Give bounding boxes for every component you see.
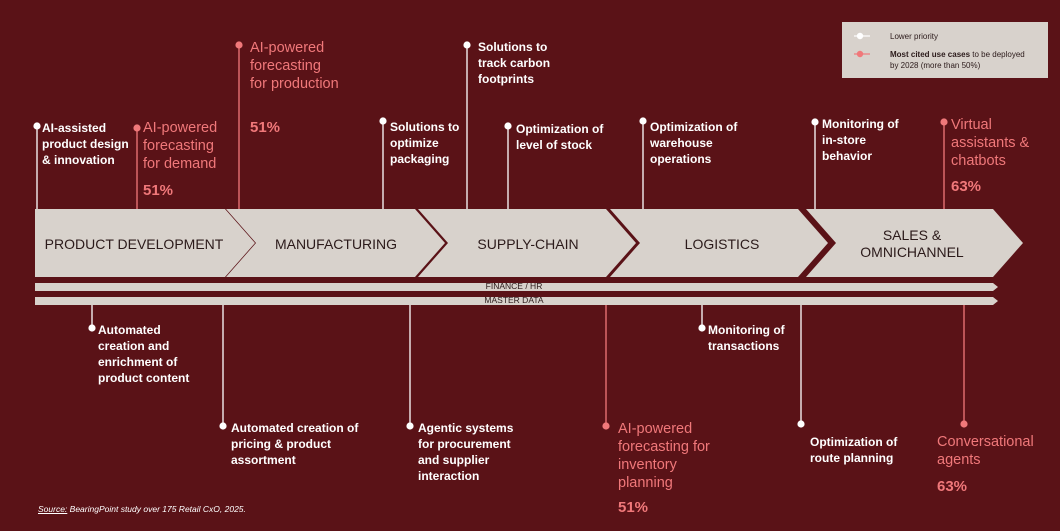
stage-label-3: SUPPLY-CHAIN (477, 236, 579, 252)
stage-chevron-3 (418, 209, 636, 277)
finance-hr-bar (35, 283, 998, 291)
bottom-pin-5-dot (698, 324, 706, 332)
top-usecase-3-percent: 51% (250, 119, 281, 136)
top-usecase-7: Optimization of warehouse operations (650, 120, 738, 166)
top-usecase-8: Monitoring of in-store behavior (822, 117, 899, 163)
master-data-bar-label: MASTER DATA (484, 295, 544, 305)
legend: Lower priority Most cited use cases to b… (842, 22, 1048, 78)
top-pin-1-dot (33, 122, 41, 130)
bottom-usecase-4-percent: 51% (618, 499, 649, 516)
legend-dot-white (856, 32, 864, 40)
bottom-pin-6-dot (797, 420, 805, 428)
top-pin-8-dot (811, 118, 819, 126)
stage-chevron-5 (806, 209, 1023, 277)
bottom-usecase-3: Agentic systems for procurement and supp… (418, 421, 514, 483)
bottom-pin-4-dot (602, 422, 610, 430)
top-pin-6-dot (504, 122, 512, 130)
stage-label-5: SALES & OMNICHANNEL (860, 227, 964, 260)
top-usecase-9-percent: 63% (951, 178, 982, 195)
stage-label-2: MANUFACTURING (274, 236, 398, 252)
legend-most-cited: Most cited use cases to be deployed (890, 49, 1025, 60)
legend-dot-red (856, 50, 864, 58)
bottom-usecase-1: Automated creation and enrichment of pro… (98, 323, 190, 385)
top-pin-3-dot (235, 41, 243, 49)
top-usecase-6: Optimization of level of stock (516, 122, 604, 152)
top-usecase-5: Solutions to track carbon footprints (478, 40, 551, 86)
legend-most-cited-rest: to be deployed (970, 50, 1025, 59)
bottom-pin-7-dot (960, 420, 968, 428)
bottom-usecase-6: Optimization of route planning (810, 435, 898, 465)
bottom-usecase-5: Monitoring of transactions (708, 323, 785, 353)
legend-most-cited-bold: Most cited use cases (890, 50, 971, 59)
top-usecase-2: AI-powered forecasting for demand (143, 120, 218, 172)
bottom-pin-2-dot (219, 422, 227, 430)
master-data-bar (35, 297, 998, 305)
bottom-usecase-2: Automated creation of pricing & product … (231, 421, 359, 467)
stage-chevron-4 (610, 209, 828, 277)
bottom-pin-1-dot (88, 324, 96, 332)
top-pin-7-dot (639, 117, 647, 125)
bottom-usecase-7: Conversational agents (937, 434, 1034, 468)
top-usecase-9: Virtual assistants & chatbots (951, 117, 1030, 169)
source-prefix: Source: (38, 504, 68, 514)
top-usecase-3: AI-powered forecasting for production (250, 40, 339, 92)
stage-chevron-1 (35, 209, 255, 277)
top-pin-9-dot (940, 118, 948, 126)
bottom-pin-3-dot (406, 422, 414, 430)
bottom-usecase-4: AI-powered forecasting for inventory pla… (618, 421, 710, 491)
top-pin-5-dot (463, 41, 471, 49)
legend-markers (854, 32, 870, 58)
legend-lower-priority: Lower priority (890, 32, 939, 41)
stage-label-4: LOGISTICS (684, 236, 760, 252)
source-text: BearingPoint study over 175 Retail CxO, … (67, 504, 246, 514)
legend-most-cited-line2: by 2028 (more than 50%) (890, 61, 981, 70)
finance-hr-bar-label: FINANCE / HR (485, 281, 543, 291)
top-pin-2-dot (133, 124, 141, 132)
top-usecase-2-percent: 51% (143, 182, 174, 199)
stage-chevron-2 (226, 209, 445, 277)
top-usecase-1: AI-assisted product design & innovation (42, 121, 129, 167)
stage-label-1: PRODUCT DEVELOPMENT (44, 236, 224, 252)
top-pin-4-dot (379, 117, 387, 125)
top-usecase-4: Solutions to optimize packaging (390, 120, 460, 166)
source-note: Source: BearingPoint study over 175 Reta… (38, 504, 246, 514)
bottom-usecase-7-percent: 63% (937, 478, 968, 495)
